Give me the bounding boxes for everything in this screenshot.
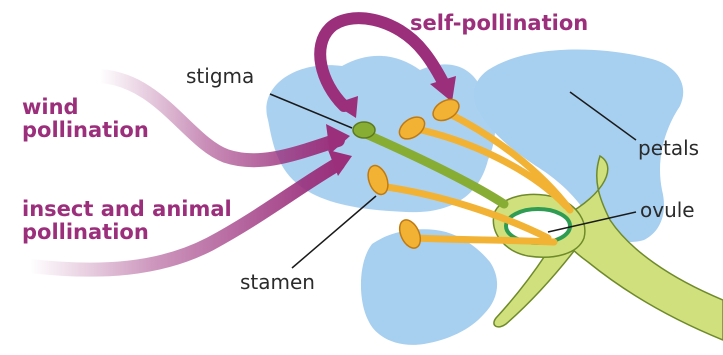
stamen-leader — [292, 196, 376, 268]
insect-pollination-line-1: insect and animal — [22, 198, 232, 221]
petal-bottom — [361, 229, 497, 345]
ovule-label: ovule — [640, 200, 695, 222]
stamen-label: stamen — [240, 272, 315, 294]
insect-pollination-line-2: pollination — [22, 221, 232, 244]
wind-pollination-label: wind pollination — [22, 96, 149, 141]
stamen-filament-4 — [414, 238, 554, 242]
stigma-label: stigma — [186, 66, 254, 88]
self-pollination-label: self-pollination — [410, 12, 588, 35]
stigma-shape — [353, 122, 375, 138]
wind-pollination-line-2: pollination — [22, 119, 149, 142]
petals-label: petals — [638, 138, 699, 160]
wind-pollination-line-1: wind — [22, 96, 149, 119]
insect-pollination-label: insect and animal pollination — [22, 198, 232, 243]
